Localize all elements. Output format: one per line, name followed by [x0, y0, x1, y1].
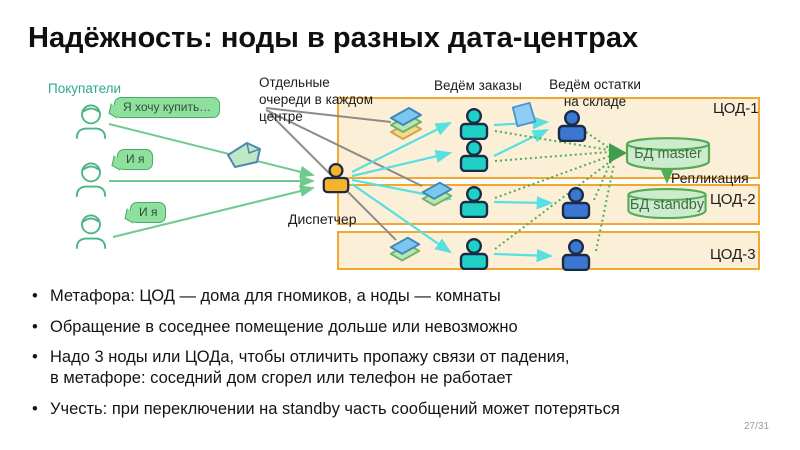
queues-note-line: центре: [259, 109, 303, 124]
queue-icon: [386, 105, 426, 143]
order-node-icon: [457, 140, 491, 172]
orders-label: Ведём заказы: [434, 78, 522, 93]
queues-note-line: Отдельные: [259, 75, 330, 90]
buyers-label: Покупатели: [48, 81, 122, 96]
stock-node-icon: [559, 239, 593, 271]
stock-label-line1: Ведём остатки: [549, 77, 641, 92]
stock-node-icon: [559, 187, 593, 219]
bullet-list: Метафора: ЦОД — дома для гномиков, а нод…: [30, 286, 775, 429]
order-node-icon: [457, 186, 491, 218]
speech-bubble: Я хочу купить…: [114, 97, 221, 118]
datacenter-label-1: ЦОД-1: [713, 100, 759, 117]
dispatcher-icon: [320, 161, 352, 195]
queue-icon: [386, 234, 424, 266]
page-number: 27/31: [744, 421, 770, 432]
order-node-icon: [457, 108, 491, 140]
bullet-item: Учесть: при переключении на standby част…: [30, 399, 775, 420]
bullet-item: Обращение в соседнее помещение дольше ил…: [30, 317, 775, 338]
stock-node-icon: [555, 110, 589, 142]
db-master-label: БД master: [634, 146, 702, 162]
queues-note: Отдельные очереди в каждом центре: [259, 74, 373, 125]
message-envelope-icon: [226, 140, 262, 170]
buyer-icon: [74, 212, 108, 250]
message-paper-icon: [510, 101, 538, 129]
datacenter-label-3: ЦОД-3: [710, 246, 756, 263]
replication-label: Репликация: [671, 170, 749, 186]
db-standby-label: БД standby: [629, 197, 705, 213]
bullet-item: Надо 3 ноды или ЦОДа, чтобы отличить про…: [30, 347, 775, 389]
datacenter-label-2: ЦОД-2: [710, 191, 756, 208]
db-standby-cylinder: БД standby: [624, 187, 710, 219]
queues-note-line: очереди в каждом: [259, 92, 373, 107]
speech-bubble: И я: [117, 149, 154, 170]
speech-bubble: И я: [130, 202, 167, 223]
queue-icon: [418, 179, 456, 211]
order-node-icon: [457, 238, 491, 270]
stock-label: Ведём остатки на складе: [538, 76, 652, 110]
slide-title: Надёжность: ноды в разных дата-центрах: [28, 22, 639, 54]
bullet-item: Метафора: ЦОД — дома для гномиков, а нод…: [30, 286, 775, 307]
stock-label-line2: на складе: [563, 94, 627, 109]
db-master-cylinder: БД master: [624, 136, 712, 170]
buyer-icon: [74, 102, 108, 140]
buyer-icon: [74, 160, 108, 198]
dispatcher-label: Диспетчер: [288, 211, 357, 227]
